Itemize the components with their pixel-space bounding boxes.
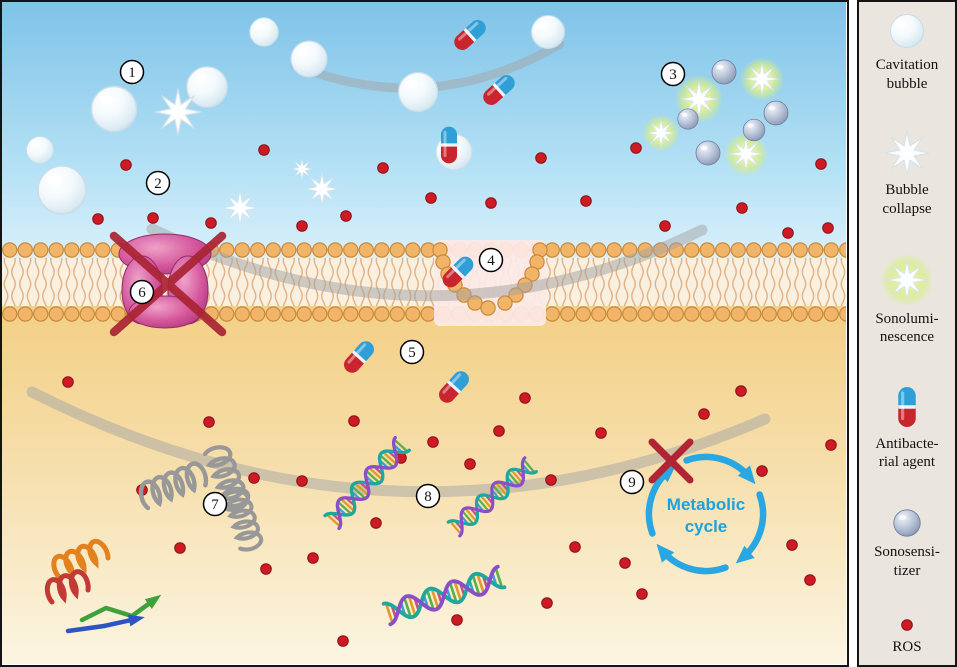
ros-icon [901, 619, 913, 632]
step-marker-1: 1 [119, 59, 145, 85]
antibacterial-agent-icon [898, 386, 916, 427]
step-marker-6: 6 [129, 279, 155, 305]
sonoluminescence-icon [880, 255, 934, 305]
svg-text:2: 2 [154, 176, 162, 192]
legend-label: Antibacte- rial agent [875, 435, 939, 471]
svg-text:3: 3 [669, 67, 677, 83]
legend-label: Sonosensi- tizer [874, 544, 940, 580]
sonosensitizer-icon [893, 509, 921, 538]
step-marker-3: 3 [660, 61, 686, 87]
bubble-collapse-icon [884, 130, 930, 176]
membrane-protein-blocked [109, 231, 227, 337]
step-marker-7: 7 [202, 491, 228, 517]
legend-label: Cavitation bubble [875, 57, 939, 92]
svg-text:8: 8 [424, 489, 432, 505]
diagram-canvas: Metabolic cycle 1 2 3 4 5 [2, 2, 846, 664]
legend-item-cavitation-bubble: Cavitation bubble [875, 11, 939, 94]
legend-label: ROS [892, 639, 922, 656]
metabolic-cycle: Metabolic cycle [645, 438, 767, 575]
svg-text:4: 4 [487, 253, 495, 269]
svg-text:5: 5 [408, 345, 416, 361]
legend-item-ros: ROS [892, 617, 922, 657]
step-marker-5: 5 [399, 339, 425, 365]
extracellular-space [2, 2, 846, 258]
legend-panel: Cavitation bubble Bubble collapse Sonolu… [857, 0, 957, 667]
step-marker-8: 8 [415, 483, 441, 509]
legend-item-sonosensitizer: Sonosensi- tizer [874, 508, 940, 581]
svg-text:9: 9 [628, 475, 636, 491]
diagram-panel: Metabolic cycle 1 2 3 4 5 [0, 0, 849, 667]
legend-item-sonoluminescence: Sonolumi- nescence [875, 255, 939, 348]
inhibit-cross-icon [648, 438, 694, 484]
step-marker-4: 4 [478, 247, 504, 273]
cavitation-bubble-icon [889, 13, 925, 49]
svg-text:7: 7 [211, 497, 219, 513]
ros-particles [62, 142, 837, 647]
legend-item-bubble-collapse: Bubble collapse [882, 130, 932, 219]
legend-label: Sonolumi- nescence [875, 310, 939, 346]
svg-text:6: 6 [138, 285, 146, 301]
step-marker-2: 2 [145, 170, 171, 196]
metabolic-cycle-label-line2: cycle [685, 517, 728, 536]
inhibit-cross-icon [109, 231, 227, 337]
legend-item-antibacterial-agent: Antibacte- rial agent [875, 384, 939, 473]
ribbon-protein [44, 538, 162, 634]
metabolic-cycle-label-line1: Metabolic [667, 495, 745, 514]
legend-label: Bubble collapse [882, 181, 932, 217]
svg-text:1: 1 [128, 65, 136, 81]
step-marker-9: 9 [619, 469, 645, 495]
